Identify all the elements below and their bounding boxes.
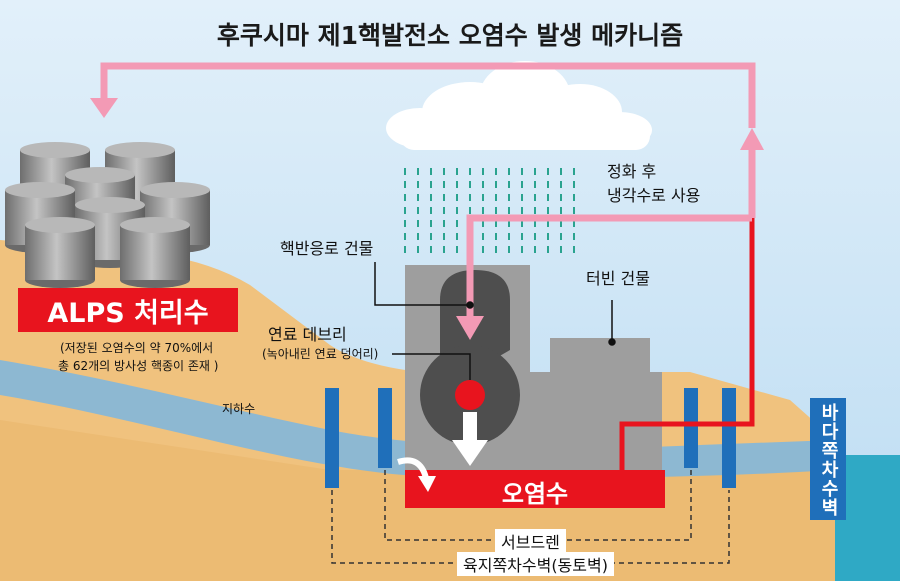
inflow-arrowhead-icon xyxy=(418,476,436,492)
cloud xyxy=(386,61,652,150)
arrow-up-icon xyxy=(740,128,764,150)
landside-wall-label: 육지쪽차수벽(동토벽) xyxy=(457,552,614,576)
arrow-down-icon xyxy=(456,316,484,340)
reactor-building-label: 핵반응로 건물 xyxy=(280,239,374,258)
treated-water-loop xyxy=(466,214,752,318)
alps-note-line-1: (저장된 오염수의 약 70%에서 xyxy=(60,341,214,355)
seaside-wall xyxy=(810,398,846,520)
alps-box xyxy=(18,288,238,332)
tank xyxy=(25,217,95,288)
storage-tanks xyxy=(5,142,210,288)
subdrain-label: 서브드렌 xyxy=(495,529,566,553)
contaminated-water-box xyxy=(405,470,665,508)
fuel-debris-label: 연료 데브리 xyxy=(268,325,347,344)
alps-note-line-2: 총 62개의 방사성 핵종이 존재 ) xyxy=(58,359,219,373)
groundwater-label: 지하수 xyxy=(222,402,256,416)
purified-label-line-1: 정화 후 xyxy=(607,162,657,181)
leak-arrow-shaft xyxy=(463,412,477,442)
alps-label: ALPS 처리수 xyxy=(47,298,209,329)
fuel-debris xyxy=(455,380,485,410)
tank xyxy=(120,217,190,288)
fuel-debris-note: (녹아내린 연료 덩어리) xyxy=(262,347,379,361)
contaminated-pipe xyxy=(619,218,755,470)
diagram-title: 후쿠시마 제1핵발전소 오염수 발생 메카니즘 xyxy=(216,21,684,50)
purified-label-line-2: 냉각수로 사용 xyxy=(607,186,701,205)
leak-arrow-icon xyxy=(452,440,488,466)
contaminated-water-label: 오염수 xyxy=(501,480,569,508)
turbine-building-label: 터빈 건물 xyxy=(586,269,650,288)
leader-lines xyxy=(374,262,616,380)
arrow-down-alps-icon xyxy=(90,98,118,118)
inflow-arrow-icon xyxy=(397,457,429,479)
seaside-wall-label: 바다쪽차수벽 xyxy=(818,403,839,517)
seaside-barrier-walls xyxy=(325,388,736,488)
rain xyxy=(404,168,575,258)
alps-return-line xyxy=(100,62,756,128)
